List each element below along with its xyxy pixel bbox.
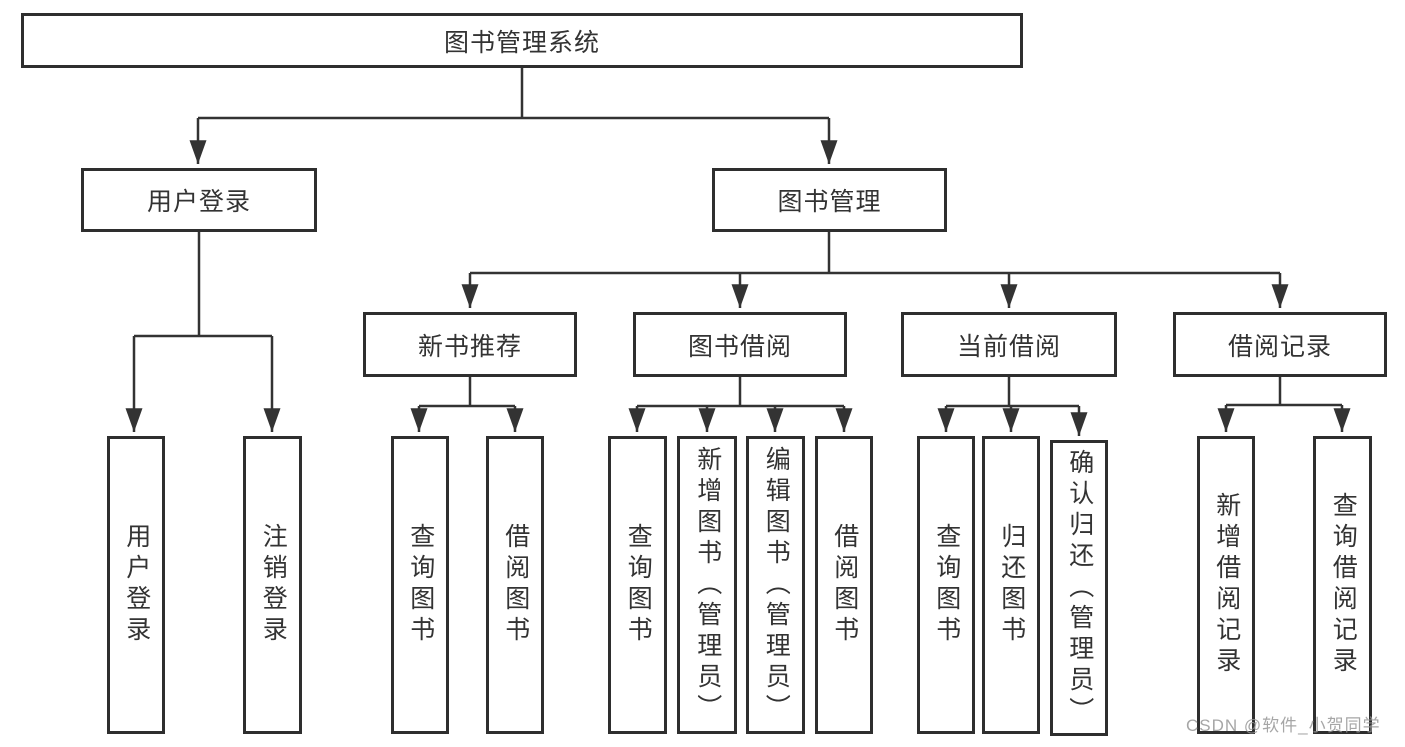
leaf-borrow-query-book: 查询图书: [608, 436, 667, 734]
leaf-borrow-borrow-book: 借阅图书: [815, 436, 873, 734]
leaf-query-borrow-record: 查询借阅记录: [1313, 436, 1372, 734]
node-borrow-records: 借阅记录: [1173, 312, 1387, 377]
leaf-add-borrow-record: 新增借阅记录: [1197, 436, 1255, 734]
csdn-watermark: CSDN @软件_小贺同学: [1186, 716, 1381, 735]
leaf-edit-book-admin: 编辑图书（管理员）: [746, 436, 805, 734]
leaf-user-login: 用户登录: [107, 436, 165, 734]
leaf-current-query-book: 查询图书: [917, 436, 975, 734]
node-book-borrow: 图书借阅: [633, 312, 847, 377]
leaf-logout: 注销登录: [243, 436, 302, 734]
leaf-return-book: 归还图书: [982, 436, 1040, 734]
node-library-system: 图书管理系统: [21, 13, 1023, 68]
leaf-recommend-borrow-book: 借阅图书: [486, 436, 544, 734]
leaf-recommend-query-book: 查询图书: [391, 436, 449, 734]
node-user-login: 用户登录: [81, 168, 317, 232]
node-book-management: 图书管理: [712, 168, 947, 232]
node-new-book-recommend: 新书推荐: [363, 312, 577, 377]
leaf-confirm-return-admin: 确认归还（管理员）: [1050, 440, 1108, 736]
node-current-borrow: 当前借阅: [901, 312, 1117, 377]
leaf-add-book-admin: 新增图书（管理员）: [677, 436, 737, 734]
